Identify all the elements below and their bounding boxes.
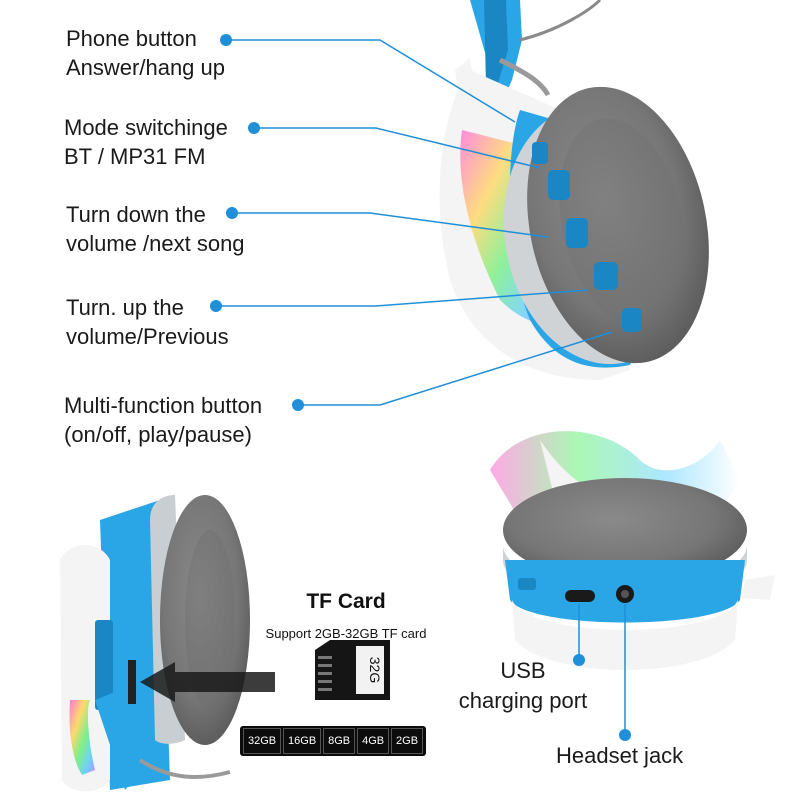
callout-volume-up-line1: Turn. up the [66, 295, 184, 320]
callout-leaders [216, 39, 613, 406]
capacity-8gb: 8GB [323, 728, 356, 754]
callout-mode-line1: Mode switchinge [64, 115, 228, 140]
callout-volume-down-line1: Turn down the [66, 202, 206, 227]
callout-dots [210, 34, 304, 411]
callout-multi-line1: Multi-function button [64, 393, 263, 418]
tf-card-title: TF Card [306, 590, 386, 613]
callout-multi-line2: (on/off, play/pause) [64, 422, 252, 447]
usb-port-label: USB charging port [448, 656, 598, 716]
callout-multi-function: Multi-function button (on/off, play/paus… [64, 391, 262, 449]
callout-phone-button: Phone button Answer/hang up [66, 24, 225, 82]
usb-label-line1: USB [500, 658, 546, 683]
usb-label-line2: charging port [458, 688, 588, 713]
tf-card-label: 32G [367, 657, 383, 683]
capacity-strip: 32GB 16GB 8GB 4GB 2GB [240, 726, 426, 756]
callout-phone-line2: Answer/hang up [66, 55, 225, 80]
callout-volume-down-line2: volume /next song [66, 231, 245, 256]
port-dots [573, 654, 631, 741]
callout-mode-switch: Mode switchinge BT / MP31 FM [64, 113, 228, 171]
capacity-32gb: 32GB [243, 728, 282, 754]
callout-volume-up-line2: volume/Previous [66, 324, 229, 349]
capacity-2gb: 2GB [391, 728, 424, 754]
capacity-16gb: 16GB [283, 728, 322, 754]
tf-card-graphic: 32G [315, 640, 390, 700]
callout-mode-line2: BT / MP31 FM [64, 144, 206, 169]
headphone-top-image [439, 0, 709, 380]
tf-card-subtitle: Support 2GB-32GB TF card [265, 626, 427, 641]
callout-volume-down: Turn down the volume /next song [66, 200, 245, 258]
callout-phone-line1: Phone button [66, 26, 197, 51]
headset-jack-label: Headset jack [556, 743, 684, 768]
capacity-4gb: 4GB [357, 728, 390, 754]
headphone-bottom-image [490, 431, 775, 670]
headphone-side-image [60, 495, 275, 792]
callout-volume-up: Turn. up the volume/Previous [66, 293, 229, 351]
port-leaders [578, 604, 626, 735]
